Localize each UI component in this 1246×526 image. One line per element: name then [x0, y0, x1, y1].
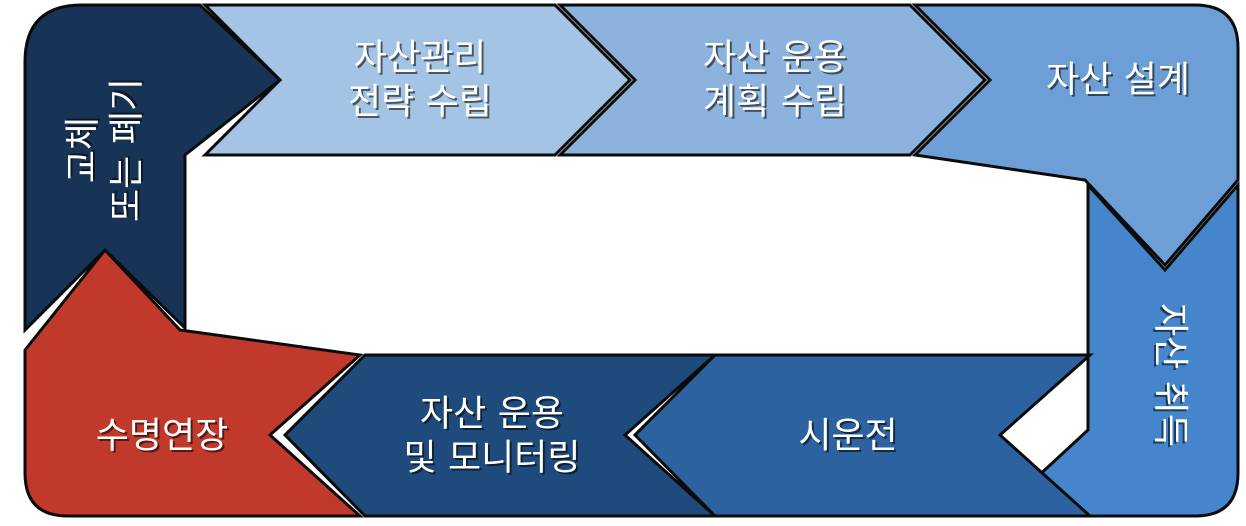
- step-label-shadow: 및 모니터링: [405, 440, 582, 481]
- step-label-line: 자산관리: [354, 38, 486, 79]
- step-label-shadow: 자산관리: [356, 40, 488, 81]
- step-label-shadow: 계획 수립: [705, 84, 849, 125]
- step-label-line: 자산 운용: [420, 394, 564, 435]
- step-label-shadow: 또는 폐기: [109, 76, 150, 220]
- step-label-shadow: 시운전: [800, 418, 899, 459]
- step-label-line: 자산 취득: [1150, 303, 1191, 447]
- step-label-shadow: 수명연장: [98, 418, 230, 459]
- step-label-shadow: 자산 운용: [705, 40, 849, 81]
- step-replace-arrow: [23, 3, 283, 334]
- step-label-line: 및 모니터링: [403, 438, 580, 479]
- step-operate-arrow: [282, 353, 719, 518]
- step-label-line: 수명연장: [96, 416, 228, 457]
- step-label-shadow: 자산 취득: [1148, 305, 1189, 449]
- step-design-arrow: [911, 3, 1240, 268]
- step-label-line: 전략 수립: [348, 82, 492, 123]
- step-label-line: 자산 운용: [703, 38, 847, 79]
- step-label-line: 또는 폐기: [107, 78, 148, 222]
- step-label-line: 교체: [63, 117, 104, 183]
- step-acquire-arrow: [991, 180, 1240, 518]
- step-extend-arrow: [23, 247, 364, 518]
- step-plan-arrow: [556, 3, 988, 157]
- step-label-line: 시운전: [798, 416, 897, 457]
- step-label-shadow: 교체: [65, 115, 106, 181]
- step-label-shadow: 자산 설계: [1048, 62, 1192, 103]
- step-label-shadow: 전략 수립: [350, 84, 494, 125]
- step-label-line: 계획 수립: [703, 82, 847, 123]
- step-label-line: 자산 설계: [1046, 60, 1190, 101]
- step-label-shadow: 자산 운용: [422, 396, 566, 437]
- step-commission-arrow: [632, 353, 1094, 518]
